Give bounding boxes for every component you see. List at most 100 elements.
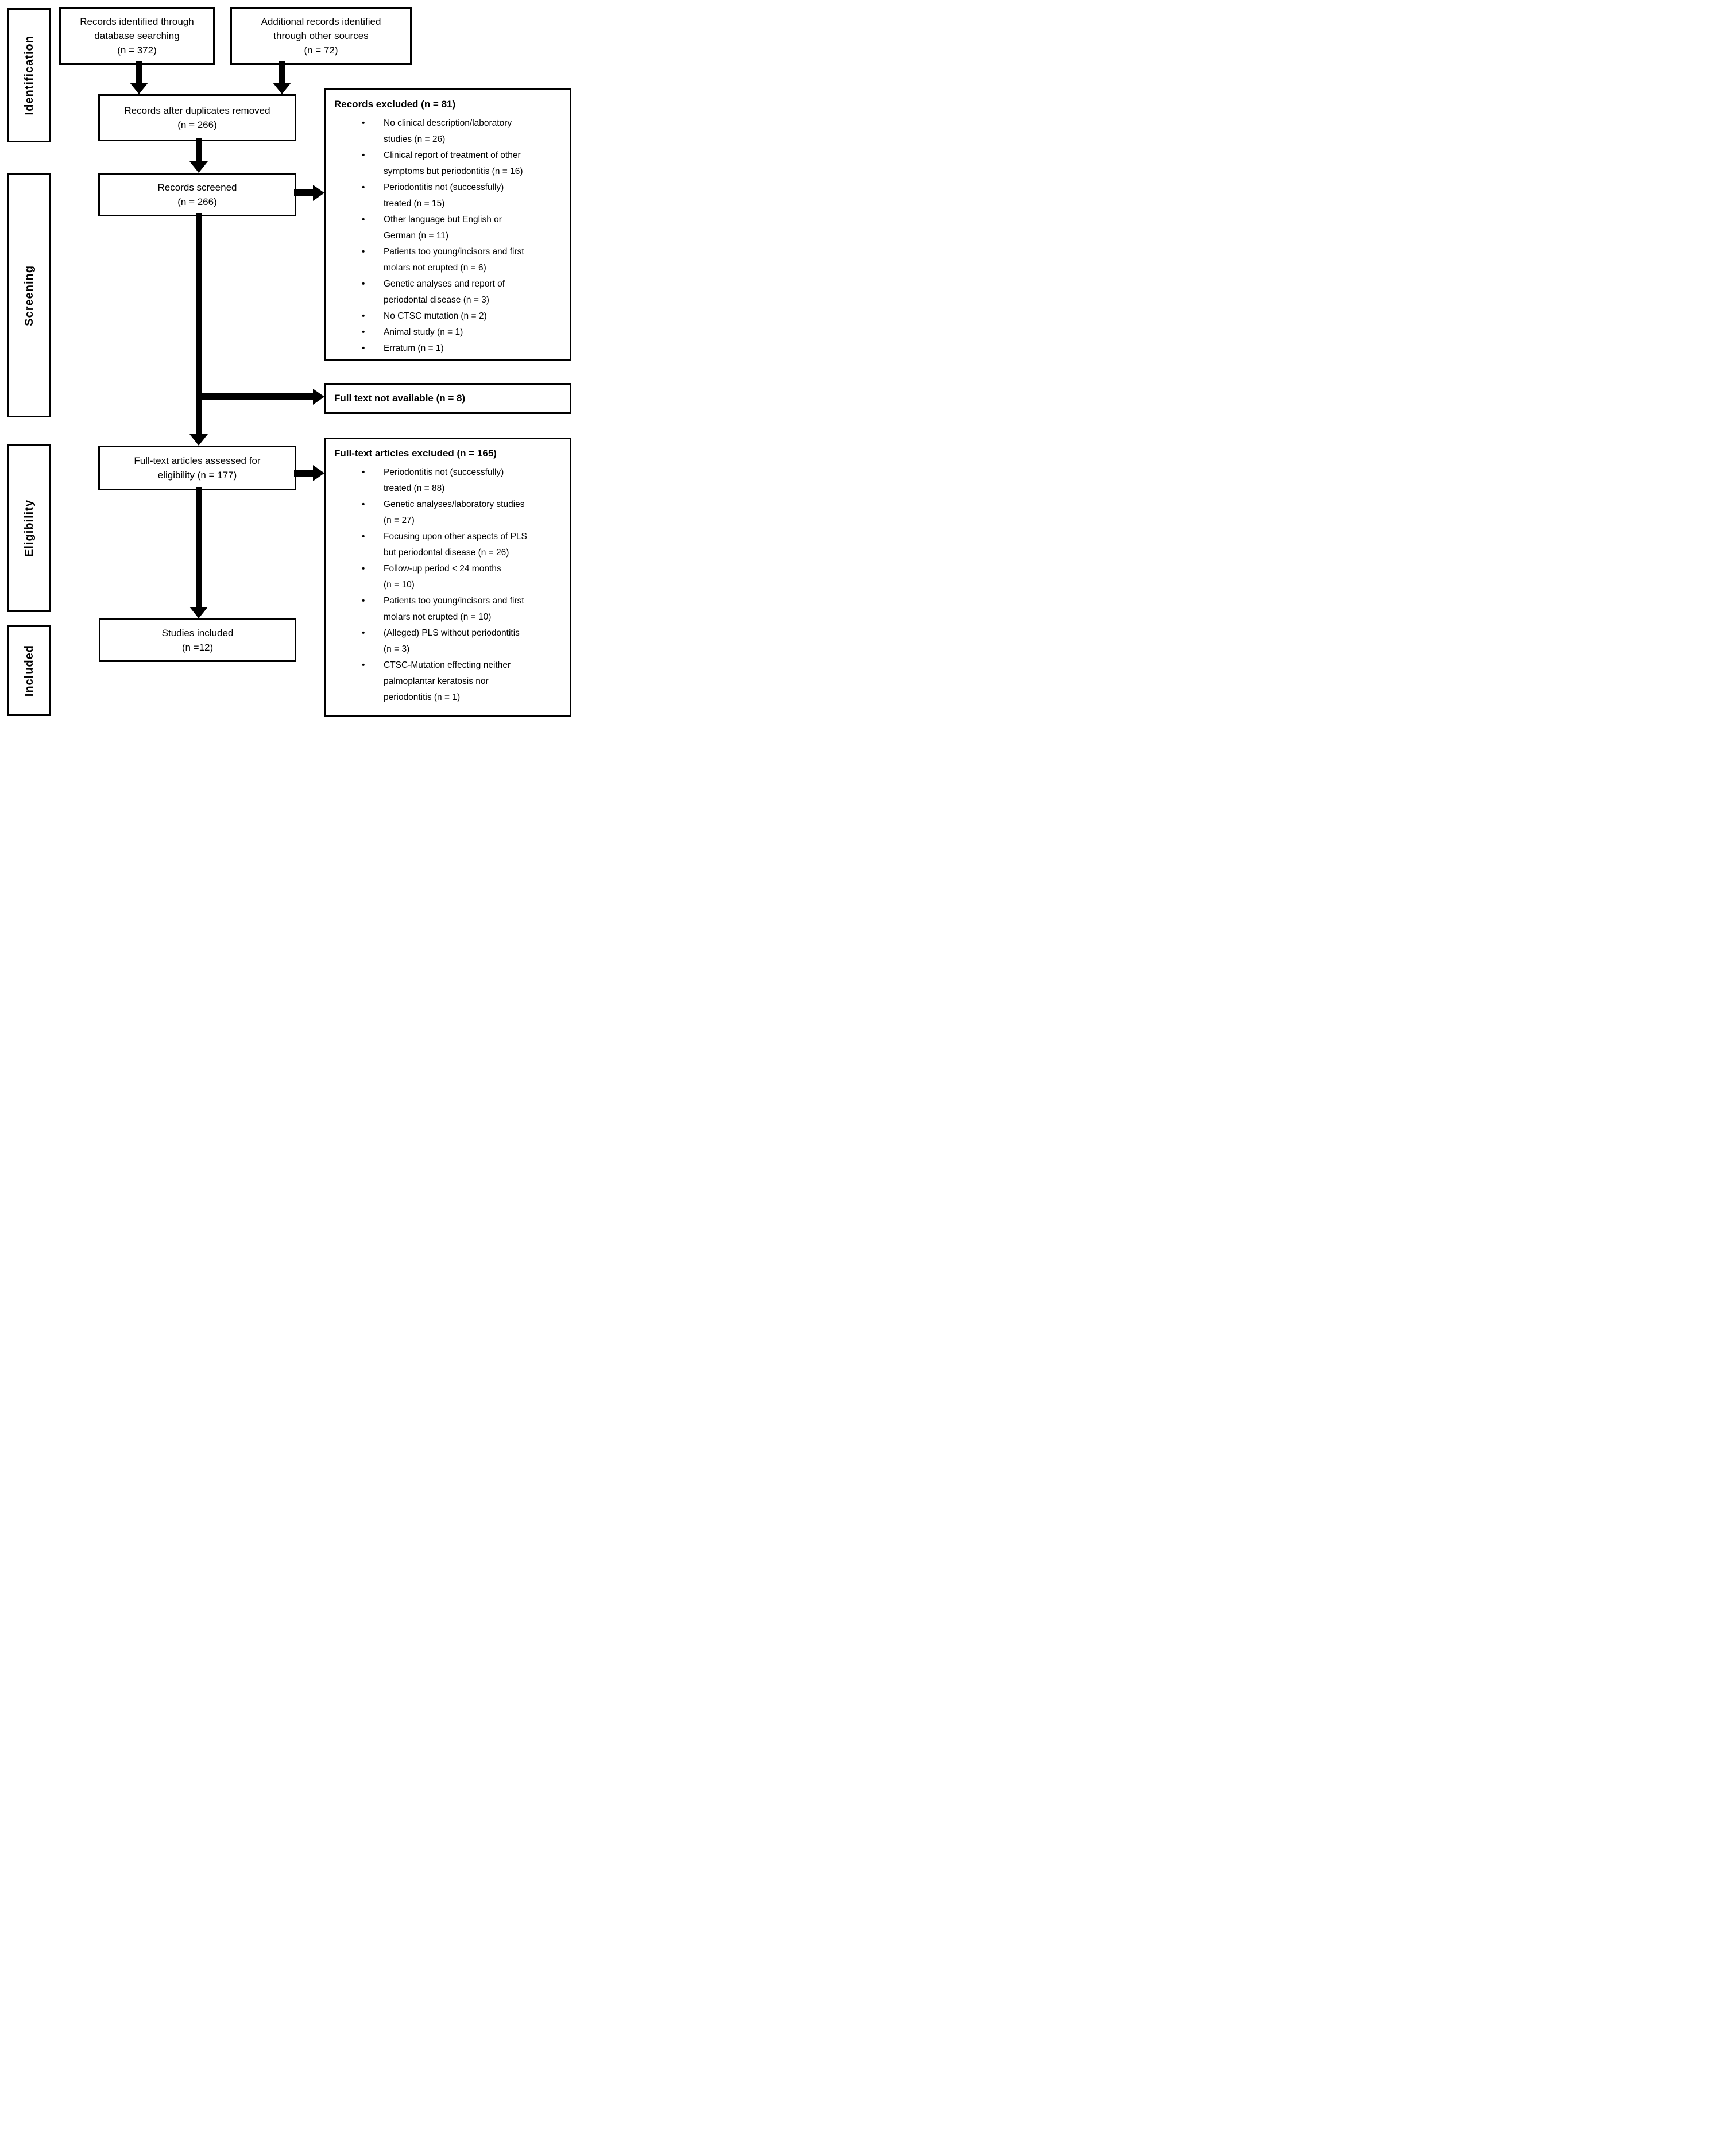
fulltext-assessed-box: Full-text articles assessed for eligibil… xyxy=(98,446,296,490)
duplicates-removed-line1: Records after duplicates removed xyxy=(124,105,270,116)
bullet-icon: • xyxy=(362,500,365,509)
fulltext-not-available-box: Full text not available (n = 8) xyxy=(324,383,571,414)
fulltext-excluded-title: Full-text articles excluded (n = 165) xyxy=(334,448,497,459)
exclusion-reason-item: • CTSC-Mutation effecting neither palmopl… xyxy=(334,657,563,706)
stage-box-identification: Identification xyxy=(7,8,51,142)
arrow-assessed-to-ftexcluded-shaft xyxy=(294,470,314,477)
exclusion-reason-text: No clinical description/laboratory studi… xyxy=(384,118,512,144)
arrow-database-to-duplicates-head-icon xyxy=(130,83,148,94)
exclusion-reason-item: • No CTSC mutation (n = 2) xyxy=(334,308,563,324)
arrow-database-to-duplicates-shaft xyxy=(136,61,142,84)
stage-box-eligibility: Eligibility xyxy=(7,444,51,612)
exclusion-reason-text: Other language but English or German (n … xyxy=(384,215,502,241)
bullet-icon: • xyxy=(362,343,365,353)
bullet-icon: • xyxy=(362,327,365,337)
exclusion-reason-item: • Other language but English or German (n… xyxy=(334,212,563,244)
bullet-icon: • xyxy=(362,215,365,224)
exclusion-reason-text: Focusing upon other aspects of PLS but p… xyxy=(384,532,527,558)
exclusion-reason-item: • Genetic analyses/laboratory studies (n … xyxy=(334,497,563,529)
duplicates-removed-count: (n = 266) xyxy=(177,119,217,130)
exclusion-reason-text: No CTSC mutation (n = 2) xyxy=(384,311,487,321)
bullet-icon: • xyxy=(362,183,365,192)
bullet-icon: • xyxy=(362,311,365,321)
stage-box-screening: Screening xyxy=(7,173,51,417)
bullet-icon: • xyxy=(362,279,365,289)
records-identified-line2: database searching xyxy=(94,30,180,41)
exclusion-reason-item: • Clinical report of treatment of other s… xyxy=(334,148,563,180)
stage-label-identification: Identification xyxy=(22,35,36,115)
bullet-icon: • xyxy=(362,247,365,257)
arrow-assessed-to-ftexcluded-head-icon xyxy=(313,465,324,481)
bullet-icon: • xyxy=(362,118,365,128)
bullet-icon: • xyxy=(362,660,365,670)
exclusion-reason-text: Erratum (n = 1) xyxy=(384,343,444,353)
bullet-icon: • xyxy=(362,564,365,574)
exclusion-reason-text: Genetic analyses/laboratory studies (n =… xyxy=(384,500,525,525)
exclusion-reason-item: • Patients too young/incisors and first m… xyxy=(334,244,563,276)
bullet-icon: • xyxy=(362,150,365,160)
exclusion-reason-text: Patients too young/incisors and first mo… xyxy=(384,247,524,273)
fulltext-not-available-title: Full text not available (n = 8) xyxy=(334,393,466,404)
exclusion-reason-item: • Focusing upon other aspects of PLS but … xyxy=(334,529,563,561)
exclusion-reason-text: Patients too young/incisors and first mo… xyxy=(384,596,524,622)
records-excluded-box: Records excluded (n = 81) • No clinical d… xyxy=(324,88,571,361)
exclusion-reason-text: CTSC-Mutation effecting neither palmopla… xyxy=(384,660,511,702)
fulltext-assessed-count: eligibility (n = 177) xyxy=(157,470,237,481)
exclusion-reason-text: Clinical report of treatment of other sy… xyxy=(384,150,523,176)
exclusion-reason-text: Periodontitis not (successfully) treated… xyxy=(384,183,504,208)
records-identified-count: (n = 372) xyxy=(117,45,157,56)
arrow-duplicates-to-screened-head-icon xyxy=(189,161,208,173)
fulltext-excluded-list: • Periodontitis not (successfully) treate… xyxy=(334,465,563,706)
arrow-additional-to-duplicates-head-icon xyxy=(273,83,291,94)
arrow-screened-to-assessed-head-icon xyxy=(189,434,208,446)
exclusion-reason-item: • (Alleged) PLS without periodontitis (n … xyxy=(334,625,563,657)
exclusion-reason-text: Genetic analyses and report of periodont… xyxy=(384,279,505,305)
arrow-additional-to-duplicates-shaft xyxy=(279,61,285,84)
arrow-screened-to-excluded-head-icon xyxy=(313,185,324,201)
studies-included-count: (n =12) xyxy=(181,642,214,653)
exclusion-reason-text: (Alleged) PLS without periodontitis (n =… xyxy=(384,628,520,654)
exclusion-reason-text: Follow-up period < 24 months (n = 10) xyxy=(384,564,501,590)
additional-records-box: Additional records identified through ot… xyxy=(230,7,412,65)
fulltext-excluded-box: Full-text articles excluded (n = 165) • P… xyxy=(324,438,571,717)
arrow-branch-to-fulltext-na-shaft xyxy=(199,393,314,400)
exclusion-reason-item: • Periodontitis not (successfully) treate… xyxy=(334,180,563,212)
bullet-icon: • xyxy=(362,532,365,541)
stage-box-included: Included xyxy=(7,625,51,716)
arrow-branch-to-fulltext-na-head-icon xyxy=(313,389,324,405)
exclusion-reason-text: Animal study (n = 1) xyxy=(384,327,463,337)
fulltext-assessed-line1: Full-text articles assessed for xyxy=(134,455,261,466)
arrow-screened-to-assessed-shaft xyxy=(196,213,202,435)
studies-included-line1: Studies included xyxy=(161,628,234,638)
stage-label-eligibility: Eligibility xyxy=(22,499,36,557)
records-excluded-list: • No clinical description/laboratory stud… xyxy=(334,115,563,357)
records-screened-count: (n = 266) xyxy=(177,196,217,207)
stage-label-included: Included xyxy=(22,644,36,697)
exclusion-reason-item: • No clinical description/laboratory stud… xyxy=(334,115,563,148)
exclusion-reason-item: • Erratum (n = 1) xyxy=(334,340,563,357)
bullet-icon: • xyxy=(362,596,365,606)
exclusion-reason-item: • Follow-up period < 24 months (n = 10) xyxy=(334,561,563,593)
bullet-icon: • xyxy=(362,467,365,477)
arrow-screened-to-excluded-shaft xyxy=(294,189,314,196)
records-excluded-title: Records excluded (n = 81) xyxy=(334,99,456,110)
exclusion-reason-item: • Genetic analyses and report of periodon… xyxy=(334,276,563,308)
exclusion-reason-item: • Animal study (n = 1) xyxy=(334,324,563,340)
additional-records-line1: Additional records identified xyxy=(261,16,381,27)
exclusion-reason-item: • Periodontitis not (successfully) treate… xyxy=(334,465,563,497)
records-screened-box: Records screened (n = 266) xyxy=(98,173,296,216)
exclusion-reason-item: • Patients too young/incisors and first m… xyxy=(334,593,563,625)
arrow-assessed-to-studies-shaft xyxy=(196,487,202,609)
bullet-icon: • xyxy=(362,628,365,638)
studies-included-box: Studies included (n =12) xyxy=(99,618,296,662)
arrow-duplicates-to-screened-shaft xyxy=(196,138,202,163)
records-screened-line1: Records screened xyxy=(157,182,237,193)
duplicates-removed-box: Records after duplicates removed (n = 26… xyxy=(98,94,296,141)
arrow-assessed-to-studies-head-icon xyxy=(189,607,208,618)
stage-label-screening: Screening xyxy=(22,265,36,326)
prisma-flow-diagram: Identification Screening Eligibility Inc… xyxy=(0,0,574,719)
records-identified-line1: Records identified through xyxy=(80,16,194,27)
exclusion-reason-text: Periodontitis not (successfully) treated… xyxy=(384,467,504,493)
additional-records-count: (n = 72) xyxy=(304,45,338,56)
additional-records-line2: through other sources xyxy=(273,30,369,41)
